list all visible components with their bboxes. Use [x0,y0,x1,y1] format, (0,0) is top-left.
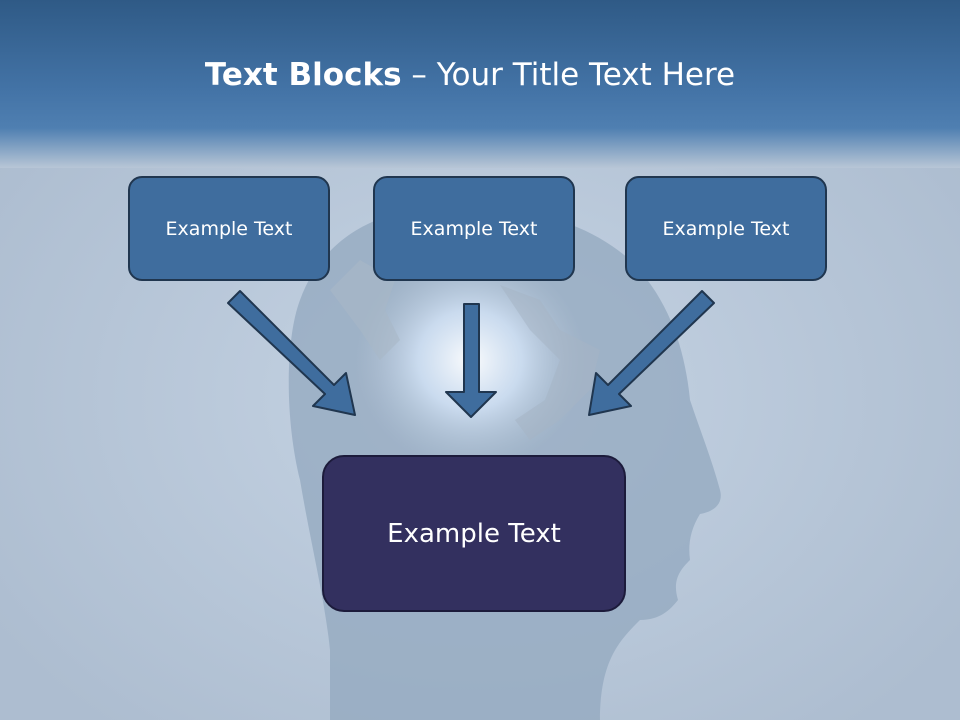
text-box-right-label: Example Text [662,217,790,240]
arrow-down-icon [445,303,497,418]
text-box-center-label: Example Text [410,217,538,240]
arrow-down-right-icon [227,290,356,416]
arrow-down-left-icon [588,290,715,416]
text-box-left[interactable]: Example Text [128,176,330,281]
text-box-bottom-label: Example Text [387,518,561,549]
text-box-center[interactable]: Example Text [373,176,575,281]
text-box-bottom[interactable]: Example Text [322,455,626,612]
slide-title: Text Blocks – Your Title Text Here [0,52,940,98]
text-box-left-label: Example Text [165,217,293,240]
text-box-right[interactable]: Example Text [625,176,827,281]
title-bold: Text Blocks [204,57,402,93]
title-dash: – [401,57,437,93]
title-rest: Your Title Text Here [436,57,736,93]
